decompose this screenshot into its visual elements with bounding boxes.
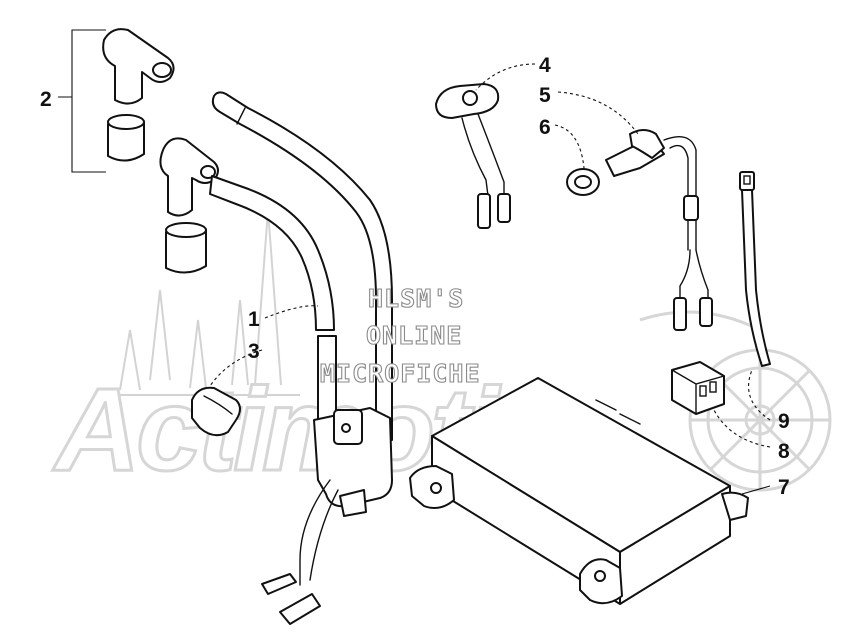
callout-5: 5 [539,84,551,107]
watermark-line-1: HLSM'S [368,284,464,313]
cable-tie [739,171,771,367]
leader-9 [748,369,771,421]
cap-opening-lower [200,165,216,179]
lead-sleeve-line [236,107,246,125]
leader-1 [264,305,319,319]
callout-labels: 1 2 3 4 5 6 7 8 9 [40,54,790,499]
plug-boot-upper-rim [107,114,145,130]
primary-wire-terminal [261,573,297,595]
sealing-washer [566,168,600,196]
leader-4 [475,63,536,91]
sensor-switch [435,83,511,229]
spark-plug-cap-lower [159,137,219,217]
ignition-coil-assembly [209,91,393,625]
callout-9: 9 [778,410,790,433]
watermark-line-3: MICROFICHE [320,359,481,388]
wire-clip [191,386,241,437]
leader-7 [741,485,771,495]
coil-terminal-boss [339,489,367,517]
bracket-part-2 [58,29,106,173]
coil-mount-hole [341,423,351,433]
leader-5 [557,91,639,135]
ht-lead-short [209,175,335,331]
plug-boot-lower-rim [165,222,207,238]
cap-opening-upper [152,62,172,78]
primary-wire-2 [309,489,339,581]
callout-8: 8 [778,440,790,463]
watermark-line-2: ONLINE [366,321,462,350]
spark-plug-cap-upper [102,28,175,105]
ht-lead-long [211,91,393,441]
spark-plug-cap-group [58,28,219,274]
cdi-module [409,377,749,605]
callout-7: 7 [778,476,790,499]
connector-block [671,361,725,415]
callout-2: 2 [40,88,52,111]
leader-3 [209,349,263,387]
callout-3: 3 [248,340,260,363]
temperature-sensor [605,129,713,331]
primary-wire-1 [299,479,331,586]
primary-wire-connector [279,593,321,625]
leader-6 [554,124,585,169]
callout-6: 6 [539,116,551,139]
callout-1: 1 [248,308,260,331]
hlsm-watermark: HLSM'S ONLINE MICROFICHE [319,283,481,388]
callout-4: 4 [539,54,551,77]
leader-8 [713,409,771,448]
